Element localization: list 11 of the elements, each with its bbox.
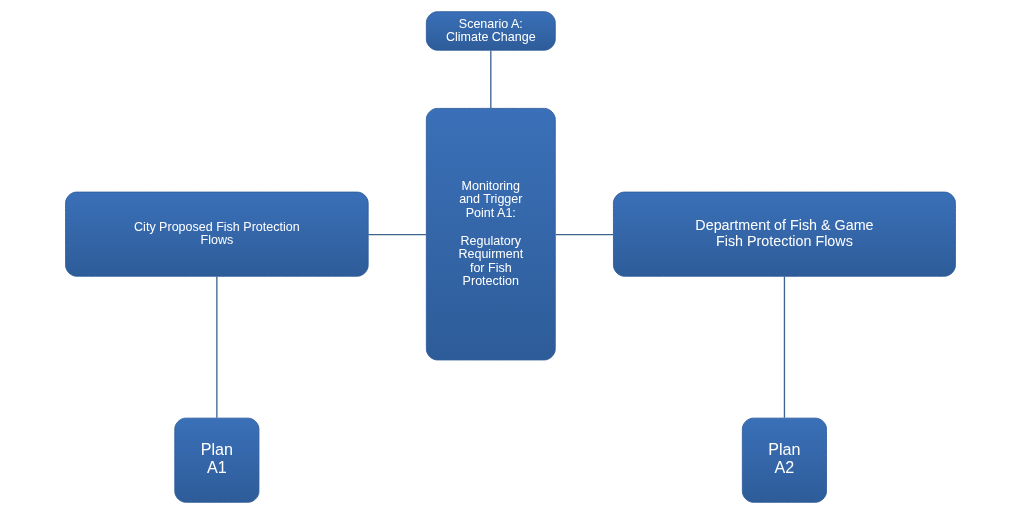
node-box: City Proposed Fish Protection Flows	[65, 191, 369, 277]
node-box: Scenario A: Climate Change	[425, 11, 556, 51]
connector	[783, 275, 786, 419]
node-box: Plan A1	[174, 417, 260, 503]
connector	[554, 233, 614, 236]
node-box: Department of Fish & Game Fish Protection Flows	[613, 191, 956, 277]
node-box: Plan A2	[741, 417, 827, 503]
connector	[490, 49, 492, 109]
connector	[216, 275, 218, 419]
connector	[367, 233, 427, 236]
node-box: Monitoring and Trigger Point A1: Regulatory Requirment for Fish Protection	[425, 107, 556, 361]
